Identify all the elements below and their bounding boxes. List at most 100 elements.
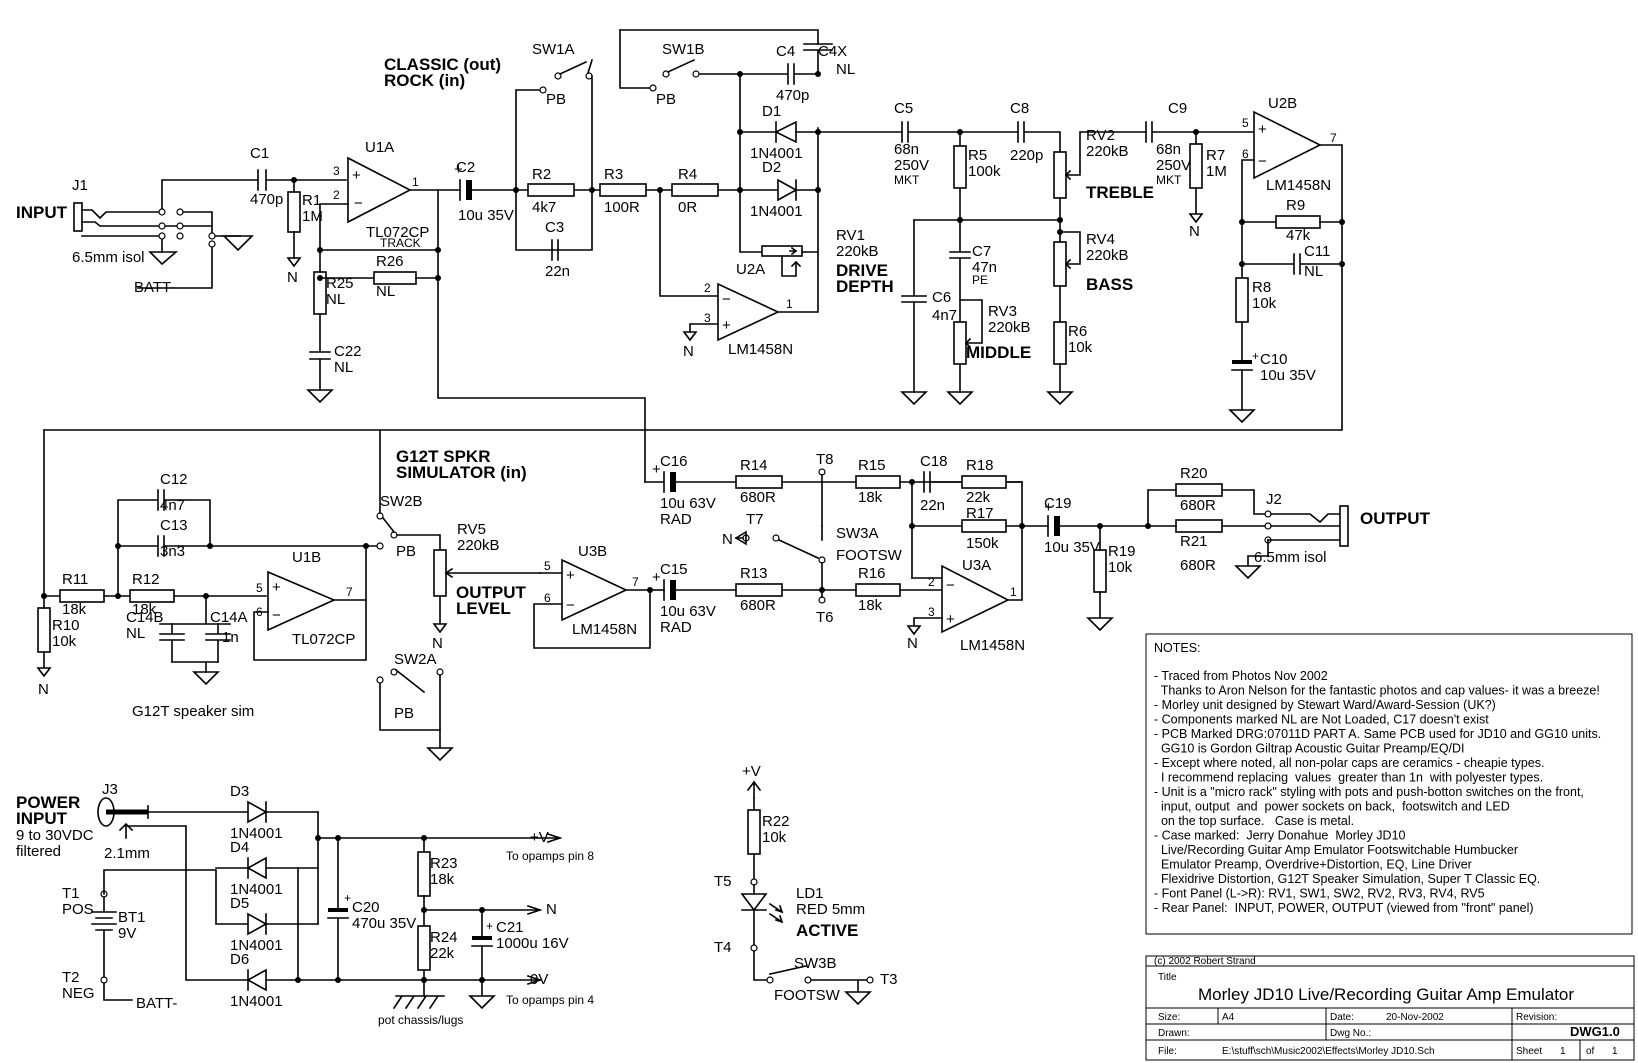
svg-text:+V: +V xyxy=(530,829,549,846)
svg-text:3: 3 xyxy=(704,311,711,325)
svg-text:+: + xyxy=(722,317,731,334)
opamp-u1b xyxy=(267,570,336,632)
svg-text:TL072CP: TL072CP xyxy=(366,224,429,241)
svg-text:FOOTSW: FOOTSW xyxy=(774,987,841,1004)
svg-text:+: + xyxy=(454,161,463,178)
svg-text:SW2A: SW2A xyxy=(394,651,437,668)
svg-text:R25: R25 xyxy=(326,275,354,292)
svg-text:3: 3 xyxy=(333,164,340,178)
svg-text:2.1mm: 2.1mm xyxy=(104,845,150,862)
svg-text:PB: PB xyxy=(394,705,414,722)
svg-text:LM1458N: LM1458N xyxy=(1266,177,1331,194)
notes-line: on the top surface. Case is metal. xyxy=(1154,814,1354,828)
svg-text:PE: PE xyxy=(972,273,988,287)
drive-stage: CLASSIC (out) ROCK (in) + C2 10u 35V SW1… xyxy=(384,29,903,360)
notes-lines: - Traced from Photos Nov 2002 Thanks to … xyxy=(1154,669,1601,915)
notes-line: input, output and power sockets on back,… xyxy=(1154,800,1510,814)
svg-text:RV4: RV4 xyxy=(1086,231,1115,248)
svg-text:LD1: LD1 xyxy=(796,885,824,902)
svg-text:File:: File: xyxy=(1158,1046,1177,1057)
svg-text:R9: R9 xyxy=(1286,197,1305,214)
svg-text:R8: R8 xyxy=(1252,279,1271,296)
svg-text:filtered: filtered xyxy=(16,843,61,860)
svg-text:7: 7 xyxy=(346,585,353,599)
svg-text:CLASSIC (out): CLASSIC (out) xyxy=(384,55,501,74)
svg-text:22k: 22k xyxy=(966,489,991,506)
svg-text:100k: 100k xyxy=(968,163,1001,180)
svg-text:Dwg No.:: Dwg No.: xyxy=(1330,1028,1371,1039)
svg-text:D2: D2 xyxy=(762,159,781,176)
svg-text:2: 2 xyxy=(704,281,711,295)
svg-text:R15: R15 xyxy=(858,457,886,474)
svg-text:5: 5 xyxy=(256,581,263,595)
svg-text:18k: 18k xyxy=(132,601,157,618)
notes-line: Emulator Preamp, Overdrive+Distortion, E… xyxy=(1154,858,1472,872)
notes-line: - Unit is a "micro rack" styling with po… xyxy=(1154,785,1584,799)
svg-text:D4: D4 xyxy=(230,839,249,856)
svg-text:LM1458N: LM1458N xyxy=(728,341,793,358)
svg-text:−: − xyxy=(272,607,281,624)
svg-text:10k: 10k xyxy=(762,829,787,846)
svg-text:NL: NL xyxy=(1304,263,1323,280)
svg-text:INPUT: INPUT xyxy=(16,809,68,828)
svg-text:SW3A: SW3A xyxy=(836,525,879,542)
notes-line: - Font Panel (L->R): RV1, SW1, SW2, RV2,… xyxy=(1154,887,1485,901)
svg-text:+: + xyxy=(1258,121,1267,138)
svg-text:T6: T6 xyxy=(816,609,834,626)
svg-text:1: 1 xyxy=(786,297,793,311)
svg-text:MIDDLE: MIDDLE xyxy=(966,343,1031,362)
svg-text:OUTPUT: OUTPUT xyxy=(456,583,527,602)
svg-text:C4: C4 xyxy=(776,43,795,60)
svg-text:NL: NL xyxy=(334,359,353,376)
svg-text:10u 35V: 10u 35V xyxy=(458,207,514,224)
svg-text:T4: T4 xyxy=(714,939,732,956)
svg-text:PB: PB xyxy=(396,543,416,560)
svg-text:OUTPUT: OUTPUT xyxy=(1360,509,1431,528)
svg-text:7: 7 xyxy=(1330,131,1337,145)
svg-text:NL: NL xyxy=(126,625,145,642)
svg-text:C16: C16 xyxy=(660,453,688,470)
svg-text:10u 35V: 10u 35V xyxy=(1044,539,1100,556)
svg-text:47n: 47n xyxy=(972,259,997,276)
speaker-sim: R10 10k N R11 18k R12 18k C12 4n7 C13 3n… xyxy=(36,429,665,762)
svg-text:3: 3 xyxy=(928,605,935,619)
svg-text:R1: R1 xyxy=(302,192,321,209)
svg-text:LM1458N: LM1458N xyxy=(960,637,1025,654)
svg-text:+: + xyxy=(344,891,351,905)
svg-text:1: 1 xyxy=(412,175,419,189)
svg-text:POWER: POWER xyxy=(16,793,80,812)
svg-text:R23: R23 xyxy=(430,855,458,872)
svg-text:DEPTH: DEPTH xyxy=(836,277,894,296)
svg-text:D3: D3 xyxy=(230,783,249,800)
notes-line: - Traced from Photos Nov 2002 xyxy=(1154,669,1328,683)
svg-text:220kB: 220kB xyxy=(988,319,1031,336)
svg-text:−: − xyxy=(1258,153,1267,170)
notes-line: Flexidrive Distortion, G12T Speaker Simu… xyxy=(1154,872,1540,886)
svg-text:10k: 10k xyxy=(52,633,77,650)
svg-text:22n: 22n xyxy=(920,497,945,514)
svg-text:Sheet: Sheet xyxy=(1516,1046,1542,1057)
svg-text:NL: NL xyxy=(836,61,855,78)
svg-text:RV3: RV3 xyxy=(988,303,1017,320)
svg-text:C12: C12 xyxy=(160,471,188,488)
svg-text:1M: 1M xyxy=(302,208,323,225)
input-jack-j1 xyxy=(73,202,83,232)
svg-text:LM1458N: LM1458N xyxy=(572,621,637,638)
svg-text:680R: 680R xyxy=(1180,557,1216,574)
svg-text:C1: C1 xyxy=(250,145,269,162)
svg-text:+: + xyxy=(486,919,493,933)
svg-text:470p: 470p xyxy=(250,191,283,208)
svg-text:+: + xyxy=(566,567,575,584)
svg-text:C14A: C14A xyxy=(210,609,248,626)
svg-text:E:\stuff\sch\Music2002\Effects: E:\stuff\sch\Music2002\Effects\Morley JD… xyxy=(1222,1046,1435,1057)
svg-text:R7: R7 xyxy=(1206,147,1225,164)
svg-text:C20: C20 xyxy=(352,899,380,916)
svg-text:C9: C9 xyxy=(1168,100,1187,117)
svg-text:SIMULATOR (in): SIMULATOR (in) xyxy=(396,463,527,482)
svg-text:DRIVE: DRIVE xyxy=(836,261,888,280)
svg-text:1: 1 xyxy=(1560,1046,1566,1057)
svg-text:PB: PB xyxy=(656,91,676,108)
svg-text:+: + xyxy=(652,461,661,478)
ground-icon xyxy=(222,235,254,252)
led-circuit: +V R22 10k T5 LD1 RED 5mm ACTIVE T4 SW3B… xyxy=(714,763,898,1006)
